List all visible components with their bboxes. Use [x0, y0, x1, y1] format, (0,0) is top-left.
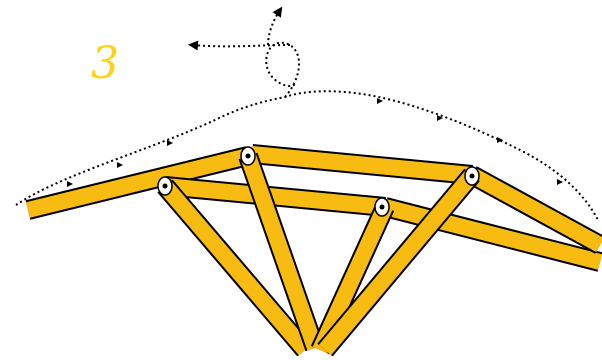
- stick-middle: [164, 178, 386, 215]
- path-direction-ticks: [67, 98, 563, 187]
- path-tick-5: [437, 115, 443, 121]
- path-tick-2: [117, 162, 123, 168]
- path-tick-6: [497, 137, 503, 143]
- truss-joints: [157, 146, 480, 217]
- truss-sticks: [25, 144, 602, 357]
- joint-pin-1: [162, 183, 168, 189]
- stick-left-diagonal: [158, 180, 312, 356]
- stick-center-left-diagonal: [240, 153, 323, 351]
- stick-lower-right: [383, 199, 602, 270]
- flight-path-branch-left: [188, 40, 291, 51]
- joint-pin-3: [469, 173, 475, 179]
- flight-path-loop: [265, 41, 301, 98]
- stick-right-diagonal: [318, 169, 479, 356]
- joint-pin-4: [245, 153, 251, 159]
- stick-right-end: [468, 167, 602, 253]
- path-tick-7: [557, 179, 563, 185]
- step-number: 3: [91, 38, 119, 89]
- path-tick-1: [67, 181, 73, 187]
- flight-path: [15, 90, 599, 221]
- path-tick-4: [377, 98, 383, 104]
- stick-top-left: [26, 148, 250, 218]
- stick-top-right: [251, 146, 473, 183]
- flight-path-branch-up: [267, 6, 283, 46]
- stick-center-right-diagonal: [312, 203, 393, 354]
- path-tick-3: [167, 140, 173, 146]
- joint-pin-2: [379, 204, 385, 210]
